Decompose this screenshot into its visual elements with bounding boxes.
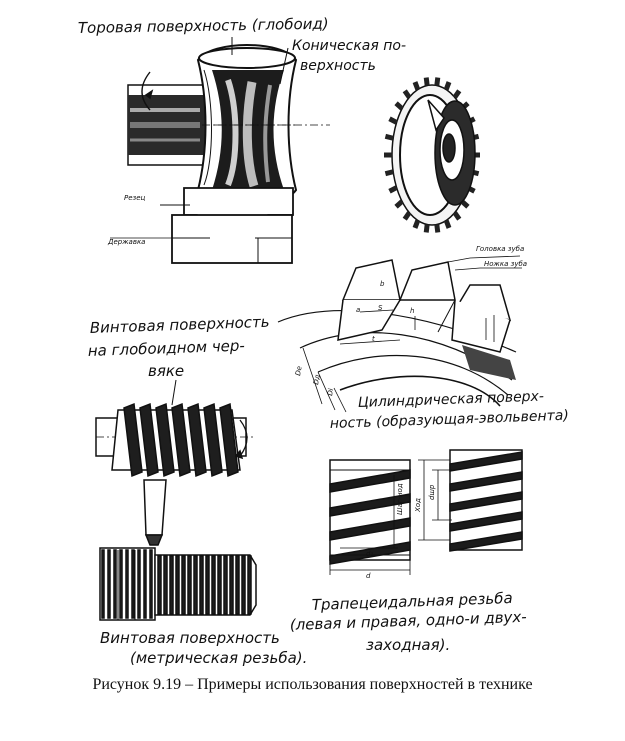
gear-tooth bbox=[460, 199, 470, 209]
label-conic-2: верхность bbox=[300, 58, 376, 74]
label-worm-1: Винтовая поверхность bbox=[90, 313, 270, 337]
label-trap-3: заходная). bbox=[366, 636, 450, 654]
metric-thread bbox=[157, 555, 162, 615]
worm-thread bbox=[171, 402, 191, 478]
label-worm-2: на глобоидном чер- bbox=[88, 337, 246, 360]
thread-turn bbox=[449, 471, 523, 492]
gear-tooth bbox=[412, 81, 421, 91]
dim-hod: Ход bbox=[414, 498, 422, 513]
worm-thread bbox=[139, 402, 159, 478]
gear-tooth bbox=[402, 211, 412, 221]
thread-turn bbox=[329, 493, 411, 517]
metric-thread-drawing bbox=[99, 547, 257, 621]
metric-thread bbox=[229, 555, 234, 615]
trapezoidal-thread-side-drawing bbox=[418, 449, 523, 552]
thread-turn bbox=[449, 531, 523, 552]
label-cyl-2: ность (образующая-эвольвента) bbox=[330, 408, 569, 432]
metric-thread bbox=[187, 555, 192, 615]
dim-h: h bbox=[410, 307, 414, 315]
label-cutter: Резец bbox=[124, 194, 146, 202]
gear-tooth bbox=[412, 219, 421, 229]
metric-thread bbox=[247, 555, 252, 615]
metric-thread bbox=[181, 555, 186, 615]
gear-tooth bbox=[384, 133, 394, 141]
gear-tooth bbox=[434, 224, 441, 233]
worm-thread bbox=[203, 402, 223, 478]
gear-tooth bbox=[388, 185, 398, 194]
worm-thread bbox=[155, 402, 175, 478]
knurl-line bbox=[101, 549, 105, 619]
dim-d1: d₁ bbox=[366, 550, 373, 558]
metric-thread bbox=[235, 555, 240, 615]
thread-turn bbox=[449, 511, 523, 532]
gear-tooth bbox=[394, 101, 404, 111]
dim-a: a bbox=[356, 306, 360, 314]
metric-thread bbox=[205, 555, 210, 615]
knurl-line bbox=[107, 549, 111, 619]
label-tooth-foot: Ножка зуба bbox=[484, 260, 527, 268]
gear-tooth bbox=[434, 77, 441, 86]
metric-thread bbox=[193, 555, 198, 615]
dim-de: Dе bbox=[294, 365, 304, 376]
gear-tooth bbox=[394, 199, 404, 209]
dim-t: t bbox=[372, 335, 375, 343]
gear-tooth bbox=[402, 89, 412, 99]
dim-dd: Dд bbox=[312, 374, 322, 386]
gear-tooth bbox=[443, 219, 452, 229]
knurl-line bbox=[137, 549, 141, 619]
gear-tooth bbox=[423, 77, 430, 86]
knurl-line bbox=[131, 549, 135, 619]
metric-thread bbox=[211, 555, 216, 615]
label-holder: Державка bbox=[107, 238, 145, 246]
gear-tooth bbox=[452, 211, 462, 221]
worm-thread bbox=[219, 402, 239, 478]
metric-thread bbox=[163, 555, 168, 615]
worm-thread bbox=[187, 402, 207, 478]
metric-thread bbox=[199, 555, 204, 615]
metric-thread bbox=[217, 555, 222, 615]
involute-rack-drawing bbox=[277, 255, 522, 413]
label-worm-3: вяке bbox=[148, 362, 184, 380]
metric-thread bbox=[175, 555, 180, 615]
knurl-line bbox=[125, 549, 129, 619]
thread-turn bbox=[449, 491, 523, 512]
gear-tooth bbox=[443, 81, 452, 91]
knurl-line bbox=[143, 549, 147, 619]
spur-gear-drawing bbox=[384, 77, 480, 233]
dim-shag: Шаг-нод bbox=[396, 483, 404, 515]
dim-s: S bbox=[378, 304, 383, 312]
thread-turn bbox=[329, 469, 411, 493]
dim-di: Di bbox=[326, 388, 335, 397]
label-tooth-head: Головка зуба bbox=[476, 245, 524, 253]
label-cyl-1: Цилиндрическая поверх- bbox=[358, 389, 545, 411]
metric-thread bbox=[169, 555, 174, 615]
knurl-line bbox=[119, 549, 123, 619]
label-conic-1: Коническая по- bbox=[292, 38, 406, 54]
label-metric-1: Винтовая поверхность bbox=[100, 629, 280, 647]
gear-tooth bbox=[423, 224, 430, 233]
gear-tooth bbox=[388, 116, 398, 125]
dim-b: b bbox=[380, 280, 385, 288]
dim-d: d bbox=[366, 572, 371, 580]
globoid-worm-drawing bbox=[95, 379, 255, 546]
metric-thread bbox=[223, 555, 228, 615]
dim-dwr: dшр bbox=[428, 484, 436, 500]
label-torus: Торовая поверхность (глобоид) bbox=[78, 15, 329, 37]
knurl-line bbox=[149, 549, 153, 619]
gear-tooth bbox=[384, 169, 394, 177]
figure-caption: Рисунок 9.19 – Примеры использования пов… bbox=[92, 676, 533, 693]
torus-cutter-drawing bbox=[110, 37, 330, 264]
knurl-line bbox=[113, 549, 117, 619]
label-metric-2: (метрическая резьба). bbox=[130, 649, 307, 667]
gear-tooth bbox=[452, 89, 462, 99]
thread-turn bbox=[449, 451, 523, 472]
thread-turn bbox=[329, 517, 411, 541]
metric-thread bbox=[241, 555, 246, 615]
worm-thread bbox=[123, 402, 143, 478]
trapezoidal-thread-section-drawing bbox=[329, 459, 411, 575]
